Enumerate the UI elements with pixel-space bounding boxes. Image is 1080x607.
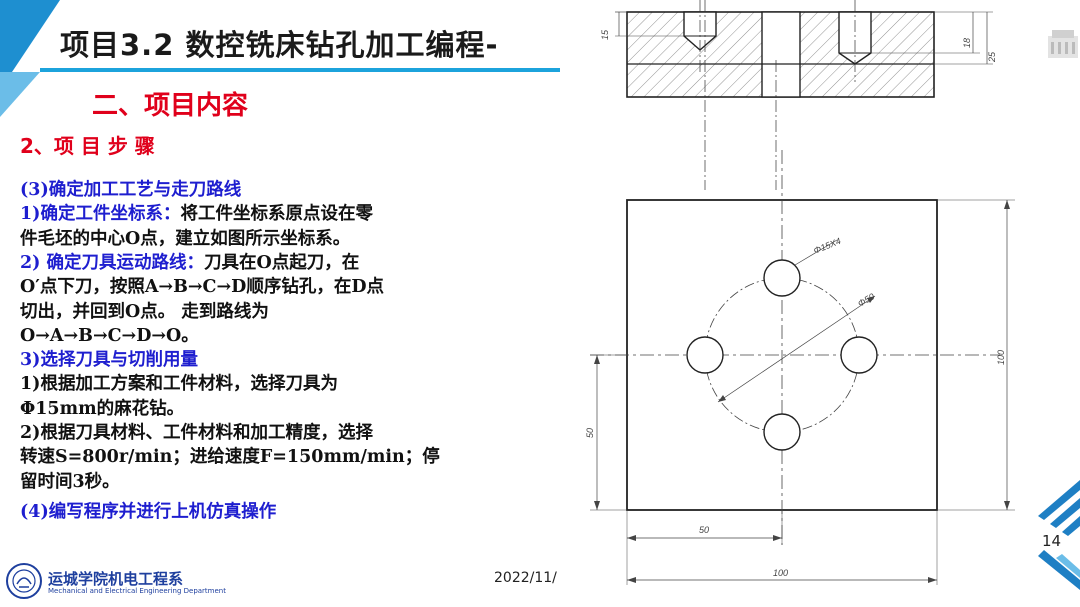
section-heading: 二、项目内容 bbox=[92, 91, 249, 121]
content-segment: 转速S=800r/min；进给速度F=150mm/min；停 bbox=[20, 447, 440, 468]
section-view: 15 18 25 bbox=[600, 0, 997, 190]
content-segment: (4)编写程序并进行上机仿真操作 bbox=[20, 501, 277, 522]
hole-callout: Φ15X4 bbox=[812, 236, 842, 256]
content-segment: 刀具在O点起刀，在 bbox=[204, 252, 360, 273]
content-line: O→A→B→C→D→O。 bbox=[20, 322, 199, 347]
content-line: Φ15mm的麻花钻。 bbox=[20, 395, 184, 420]
content-line: 1)根据加工方案和工件材料，选择刀具为 bbox=[20, 370, 338, 395]
content-line: 转速S=800r/min；进给速度F=150mm/min；停 bbox=[20, 443, 440, 468]
content-line: 件毛坯的中心O点，建立如图所示坐标系。 bbox=[20, 225, 350, 250]
circle-callout: Φ50 bbox=[856, 291, 876, 308]
content-segment: 2)根据刀具材料、工件材料和加工精度，选择 bbox=[20, 423, 373, 443]
content-segment: (3)确定加工工艺与走刀路线 bbox=[20, 180, 242, 200]
content-segment: 件毛坯的中心O点，建立如图所示坐标系。 bbox=[20, 228, 351, 249]
dim-25-label: 25 bbox=[987, 51, 997, 63]
building-image-icon bbox=[1048, 30, 1078, 58]
plan-view: Φ15X4 Φ50 100 50 50 100 bbox=[585, 150, 1015, 585]
content-line: 2)根据刀具材料、工件材料和加工精度，选择 bbox=[20, 419, 373, 444]
content-segment: 1)确定工件坐标系： bbox=[20, 204, 181, 225]
dim-15-label: 15 bbox=[600, 29, 610, 40]
page-number: 14 bbox=[1042, 532, 1062, 550]
content-segment: 将工件坐标系原点设在零 bbox=[180, 204, 373, 225]
dim-50-vertical: 50 bbox=[585, 428, 595, 438]
content-segment: 1)根据加工方案和工件材料，选择刀具为 bbox=[20, 374, 338, 395]
department-name-cn: 运城学院机电工程系 bbox=[48, 570, 184, 588]
corner-decoration-light bbox=[0, 72, 40, 117]
steps-heading: 2、项 目 步 骤 bbox=[20, 134, 155, 158]
content-line: 切出，并回到O点。 走到路线为 bbox=[20, 298, 269, 323]
content-segment: 切出，并回到O点。 走到路线为 bbox=[20, 301, 269, 322]
content-line: (4)编写程序并进行上机仿真操作 bbox=[20, 498, 276, 523]
content-line: (3)确定加工工艺与走刀路线 bbox=[20, 176, 241, 201]
dim-50-horizontal: 50 bbox=[699, 525, 709, 535]
department-name-en: Mechanical and Electrical Engineering De… bbox=[48, 587, 226, 595]
dim-100-vertical: 100 bbox=[996, 350, 1006, 365]
content-line: 1)确定工件坐标系：将工件坐标系原点设在零 bbox=[20, 200, 373, 225]
dim-18-label: 18 bbox=[962, 38, 972, 48]
content-line: O′点下刀，按照A→B→C→D顺序钻孔，在D点 bbox=[20, 273, 384, 298]
dim-100-horizontal: 100 bbox=[773, 568, 788, 578]
content-line: 留时间3秒。 bbox=[20, 468, 120, 493]
content-segment: 3)选择刀具与切削用量 bbox=[20, 350, 198, 371]
content-segment: O→A→B→C→D→O。 bbox=[20, 325, 199, 346]
title-underline bbox=[40, 68, 560, 72]
content-segment: Φ15mm的麻花钻。 bbox=[20, 398, 185, 419]
content-line: 2) 确定刀具运动路线：刀具在O点起刀，在 bbox=[20, 249, 359, 274]
content-segment: 留时间3秒。 bbox=[20, 471, 120, 492]
content-segment: 2) 确定刀具运动路线： bbox=[20, 252, 205, 273]
technical-drawing: 15 18 25 Φ15X4 Φ50 100 bbox=[585, 0, 1015, 585]
content-segment: O′点下刀，按照A→B→C→D顺序钻孔，在D点 bbox=[20, 277, 384, 298]
university-logo-icon bbox=[6, 563, 42, 599]
content-line: 3)选择刀具与切削用量 bbox=[20, 346, 198, 371]
slide-title: 项目3.2 数控铣床钻孔加工编程- bbox=[60, 28, 499, 62]
slide-date: 2022/11/ bbox=[494, 570, 557, 586]
corner-stripes-decoration bbox=[1038, 480, 1080, 590]
